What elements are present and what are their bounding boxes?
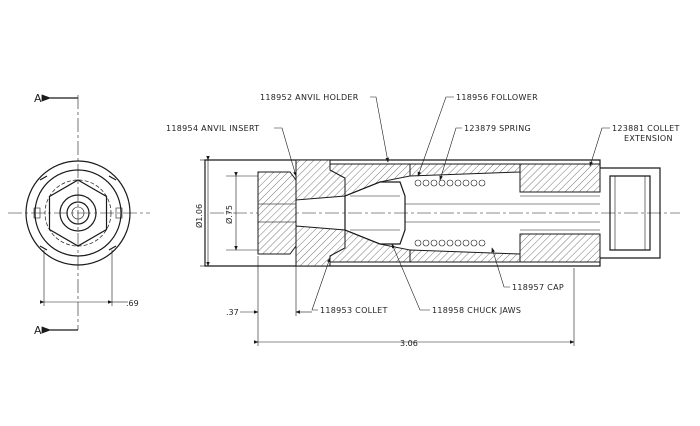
leader-chuck-jaws (391, 243, 430, 311)
end-view-inner-circle (59, 194, 97, 232)
cap-upper (519, 163, 601, 193)
dim-end-width: .69 (126, 299, 139, 308)
dim-overall-length: 3.06 (400, 339, 418, 348)
leader-collet-extension (589, 127, 610, 167)
dim-outer-dia: Ø1.06 (194, 204, 204, 228)
cap-lower (519, 233, 601, 263)
dim-inner-dia: Ø.75 (224, 205, 234, 224)
end-view: A A .69 (8, 92, 150, 337)
leader-anvil-holder (370, 96, 390, 163)
anvil-insert-body (257, 171, 297, 255)
leader-anvil-insert (274, 127, 297, 177)
section-marker-top: A (34, 92, 42, 105)
label-collet: 118953 COLLET (320, 306, 388, 315)
end-view-center-hole (71, 206, 85, 220)
leader-spring (439, 127, 462, 181)
body-outline (204, 159, 661, 267)
end-view-hex (48, 179, 108, 247)
label-collet-extension-line1: 123881 COLLET (612, 124, 680, 133)
label-anvil-insert: 118954 ANVIL INSERT (166, 124, 259, 133)
anvil-insert-bore (257, 203, 297, 223)
follower-upper (409, 163, 521, 177)
label-chuck-jaws: 118958 CHUCK JAWS (432, 306, 521, 315)
label-follower: 118956 FOLLOWER (456, 93, 538, 102)
leader-cap (491, 247, 510, 288)
label-collet-extension-line2: EXTENSION (624, 134, 673, 143)
end-view-slots (39, 175, 117, 251)
label-anvil-holder: 118952 ANVIL HOLDER (260, 93, 359, 102)
end-view-ring (34, 169, 122, 257)
spring-lower (414, 239, 486, 247)
end-view-notch-right (115, 207, 123, 219)
leader-follower (417, 96, 454, 177)
label-spring: 123879 SPRING (464, 124, 531, 133)
follower-lower (409, 249, 521, 263)
collet-extension-inner (609, 175, 651, 251)
spring-upper (414, 179, 486, 187)
end-view-outer-circle (25, 160, 131, 266)
dim-offset: .37 (226, 308, 239, 317)
end-view-bore (66, 201, 90, 225)
leader-collet (311, 257, 331, 311)
collet-lower (329, 229, 411, 263)
chuck-jaws (344, 181, 406, 245)
label-cap: 118957 CAP (512, 283, 564, 292)
end-view-notch-left (33, 207, 41, 219)
section-view: 118952 ANVIL HOLDER 118956 FOLLOWER 1189… (166, 93, 680, 348)
section-marker-bottom: A (34, 324, 42, 337)
